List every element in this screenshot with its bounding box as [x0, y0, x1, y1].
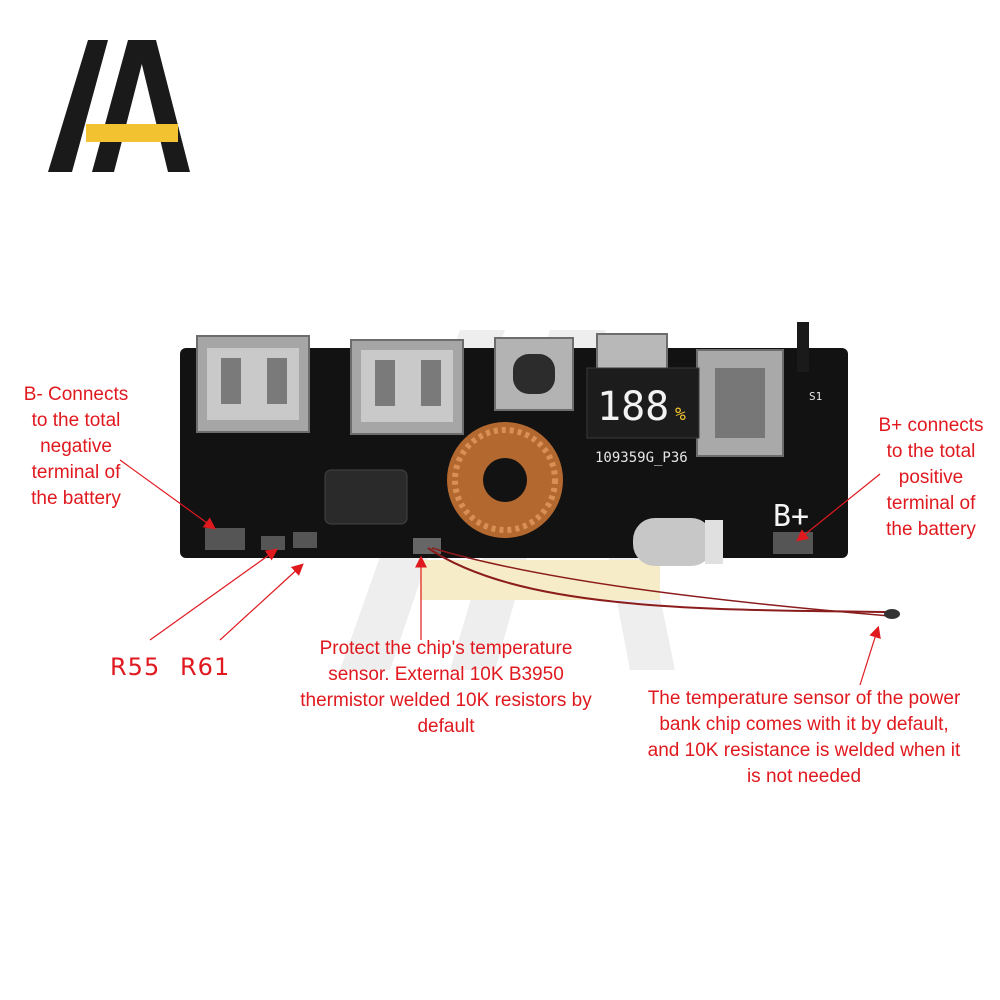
switch-label: S1	[809, 390, 822, 403]
capacitor	[633, 518, 723, 566]
usb-a-port-right	[350, 339, 464, 435]
r55-pad	[261, 536, 285, 550]
b-plus-annotation: B+ connects to the total positive termin…	[878, 415, 984, 540]
power-inductor	[324, 469, 408, 525]
arrow-b-minus	[119, 459, 216, 530]
brand-logo	[48, 40, 190, 172]
arrow-r55	[149, 548, 278, 641]
display-percent: %	[675, 404, 686, 425]
usb-a-port-left	[196, 335, 310, 433]
micro-usb-port	[596, 333, 668, 371]
usb-c-port	[494, 337, 574, 411]
display-digits: 188	[597, 384, 669, 430]
arrow-b-plus	[796, 473, 881, 542]
r61-pad	[293, 532, 317, 548]
chip-sensor-pad	[413, 538, 441, 554]
thermistor-wire	[427, 547, 891, 613]
b-plus-silk: B+	[773, 499, 809, 534]
led-display	[586, 367, 700, 439]
arrow-r61	[219, 563, 304, 641]
chip-sensor-annotation: Protect the chip's temperature sensor. E…	[300, 638, 592, 737]
b-minus-annotation: B- Connects to the total negative termin…	[23, 384, 129, 509]
r55-label: R55	[110, 653, 161, 681]
board-model-text: 109359G_P36	[595, 450, 688, 466]
arrow-power-bank-sensor	[859, 625, 881, 686]
toroidal-inductor	[447, 422, 563, 538]
thermistor-bead	[884, 609, 900, 619]
power-bank-sensor-annotation: The temperature sensor of the power bank…	[647, 688, 961, 787]
b-minus-pad	[205, 528, 245, 550]
pcb-board: 188 % 109359G_P36 S1 B+	[180, 322, 848, 566]
r61-label: R61	[180, 653, 231, 681]
